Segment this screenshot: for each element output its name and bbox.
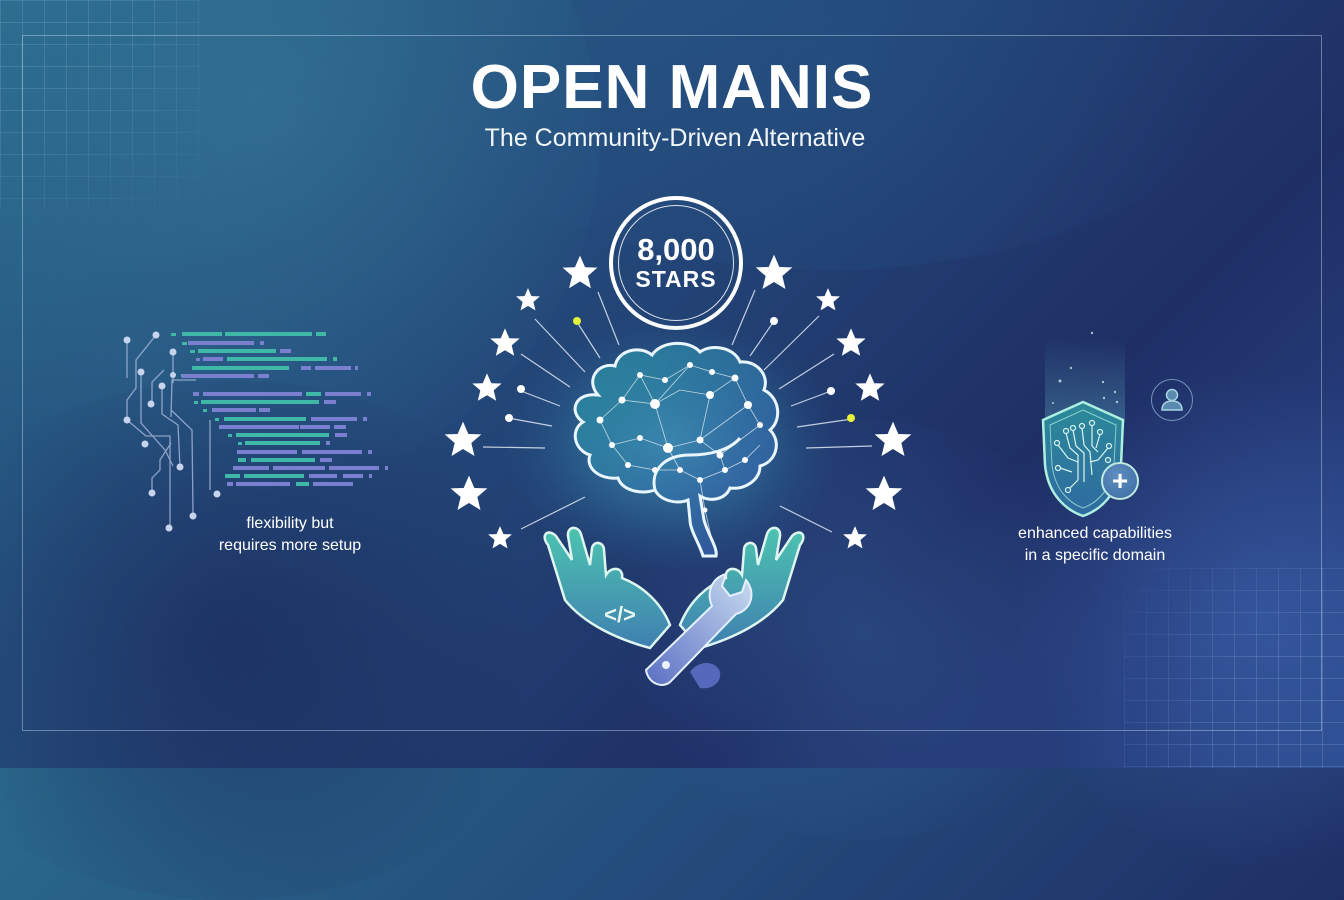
brain-network-icon	[573, 341, 780, 558]
background-blob	[600, 420, 1120, 840]
right-caption-line2: in a specific domain	[1024, 547, 1166, 564]
hands-icon: </>	[543, 526, 805, 650]
stars-label: STARS	[635, 266, 717, 292]
stars-badge-inner: 8,000 STARS	[618, 205, 734, 321]
star-icon	[472, 373, 502, 401]
left-caption: flexibility but requires more setup	[190, 513, 390, 557]
star-icon	[865, 475, 903, 510]
left-caption-line2: requires more setup	[218, 537, 362, 554]
plus-icon: +	[1101, 462, 1139, 500]
user-icon	[1151, 379, 1193, 421]
user-glyph	[1161, 388, 1183, 411]
grid-pattern-bottom-right	[1124, 568, 1344, 768]
star-icon	[490, 328, 520, 356]
star-icon	[836, 328, 866, 356]
background-blob	[1020, 360, 1344, 880]
star-icon	[450, 475, 488, 510]
stars-badge: 8,000 STARS	[609, 196, 743, 330]
star-icon	[816, 288, 840, 311]
background-blob	[0, 380, 580, 900]
brain-glow	[502, 315, 842, 575]
wrench-icon	[644, 572, 753, 689]
right-caption: enhanced capabilities in a specific doma…	[995, 523, 1195, 567]
page-title: OPEN MANIS	[470, 53, 874, 122]
code-circuit-icon	[123, 331, 388, 532]
left-caption-line1: flexibility but	[246, 515, 334, 532]
star-icon	[755, 254, 793, 289]
star-icon	[843, 526, 867, 549]
page-subtitle: The Community-Driven Alternative	[484, 124, 866, 152]
stars-count: 8,000	[637, 232, 715, 267]
star-icon	[444, 421, 482, 456]
star-icon	[562, 255, 598, 289]
ray-dots	[505, 317, 855, 422]
right-caption-line1: enhanced capabilities	[1018, 525, 1172, 542]
star-icon	[516, 288, 540, 311]
plus-symbol: +	[1111, 465, 1129, 496]
star-icon	[855, 373, 885, 401]
star-icon	[874, 421, 912, 456]
code-symbol: </>	[604, 602, 636, 627]
star-icon	[488, 526, 512, 549]
